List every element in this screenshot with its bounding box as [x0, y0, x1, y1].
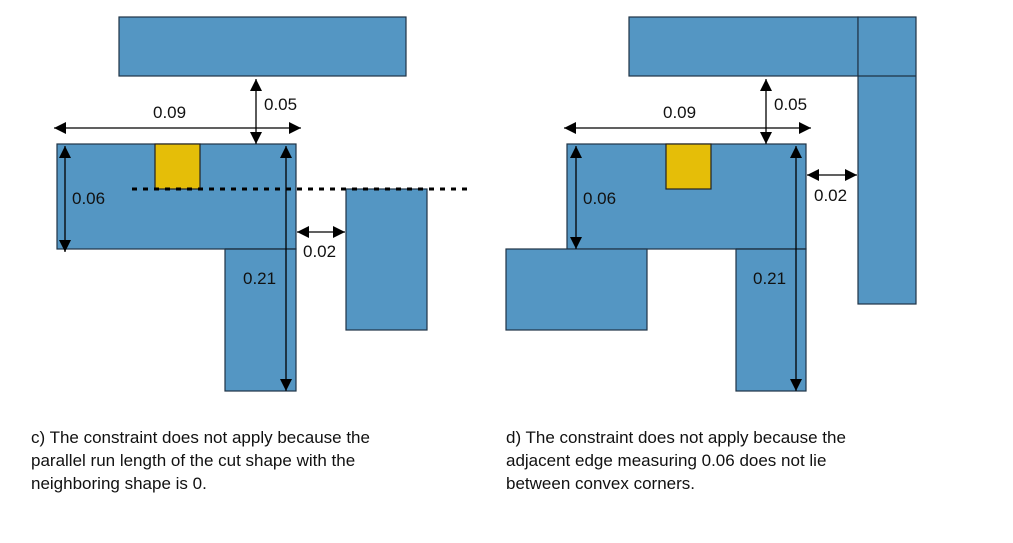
- cut-shape: [154, 143, 201, 190]
- cut-shape: [665, 143, 712, 190]
- caption-line: adjacent edge measuring 0.06 does not li…: [506, 451, 827, 470]
- width-dimension-label: 0.09: [663, 103, 696, 122]
- caption-line: d) The constraint does not apply because…: [506, 428, 846, 447]
- top-spacing-label: 0.05: [774, 95, 807, 114]
- panel-d: 0.09 0.05 0.06 0.21 0.02: [505, 16, 917, 392]
- side-spacing-label: 0.02: [303, 242, 336, 261]
- top-spacing-label: 0.05: [264, 95, 297, 114]
- caption-c: c) The constraint does not apply because…: [31, 426, 471, 495]
- caption-line: neighboring shape is 0.: [31, 474, 207, 493]
- bottom-left-neighbor-shape: [505, 248, 648, 331]
- left-edge-label: 0.06: [72, 189, 105, 208]
- top-neighbor-shape: [118, 16, 407, 77]
- top-neighbor-shape: [628, 16, 859, 77]
- caption-d: d) The constraint does not apply because…: [506, 426, 946, 495]
- side-spacing-label: 0.02: [814, 186, 847, 205]
- caption-line: parallel run length of the cut shape wit…: [31, 451, 356, 470]
- caption-line: c) The constraint does not apply because…: [31, 428, 370, 447]
- corner-neighbor-shape: [857, 16, 917, 305]
- right-edge-label: 0.21: [753, 269, 786, 288]
- width-dimension-label: 0.09: [153, 103, 186, 122]
- left-edge-label: 0.06: [583, 189, 616, 208]
- panel-c: 0.09 0.05 0.06 0.21 0.02: [54, 16, 472, 392]
- right-edge-label: 0.21: [243, 269, 276, 288]
- caption-line: between convex corners.: [506, 474, 695, 493]
- right-neighbor-shape: [345, 188, 428, 331]
